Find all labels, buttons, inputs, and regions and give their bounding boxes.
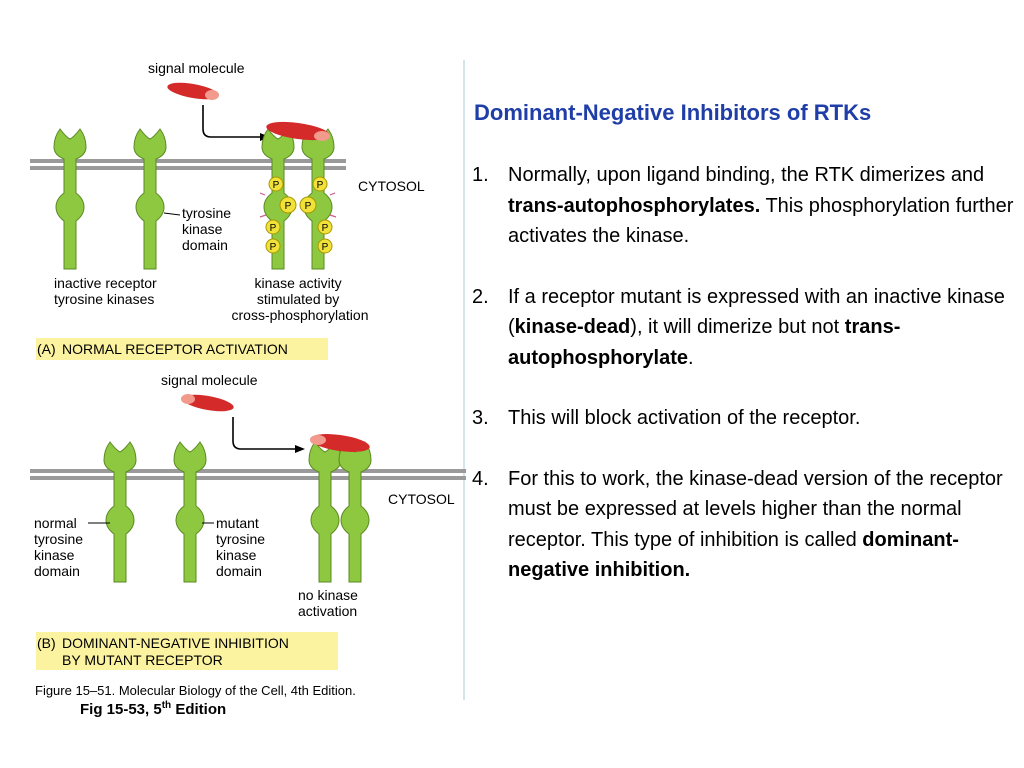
figure-panel: signal molecule CYTOSOL P P P P P P <box>30 55 466 703</box>
signal-label-a: signal molecule <box>148 60 245 76</box>
panel-b-label: (B) <box>37 635 56 651</box>
membrane-a <box>30 159 346 170</box>
ligand-bound-icon-a <box>266 121 330 141</box>
panel-a-highlight <box>36 338 328 360</box>
svg-text:P: P <box>317 180 324 191</box>
receptor-b1 <box>103 441 137 583</box>
receptor-a1 <box>53 128 87 270</box>
ligand-icon-a <box>167 82 219 100</box>
panel-a-title: NORMAL RECEPTOR ACTIVATION <box>62 341 288 357</box>
receptor-b2 <box>173 441 207 583</box>
panel-b: signal molecule CYTOSOL normal tyrosine … <box>30 372 466 670</box>
normal-kinase-label: normal tyrosine kinase domain <box>34 515 87 579</box>
list-item-number: 2. <box>472 285 489 308</box>
svg-text:P: P <box>270 242 277 253</box>
svg-text:P: P <box>285 201 292 212</box>
panel-b-highlight <box>36 632 338 670</box>
list-item: 4. For this to work, the kinase-dead vers… <box>472 464 1017 586</box>
ligand-icon-b <box>181 394 234 412</box>
receptor-b4 <box>338 441 372 583</box>
no-activation-label: no kinase activation <box>298 587 362 619</box>
kinase-domain-label: tyrosine kinase domain <box>182 205 235 253</box>
figure-caption: Figure 15–51. Molecular Biology of the C… <box>35 683 356 698</box>
list-item-number: 1. <box>472 164 489 186</box>
inactive-receptor-label: inactive receptor tyrosine kinases <box>54 275 161 307</box>
list-item-text: This will block activation of the recept… <box>508 407 861 429</box>
ligand-bound-icon-b <box>310 434 370 452</box>
signal-label-b: signal molecule <box>161 372 258 388</box>
arrow-b <box>232 417 295 450</box>
list-item-text: If a receptor mutant is expressed with a… <box>508 285 1005 369</box>
svg-text:P: P <box>270 223 277 234</box>
list-item: 3. This will block activation of the rece… <box>472 403 1017 434</box>
svg-text:P: P <box>322 223 329 234</box>
membrane-b <box>30 469 466 480</box>
list-item-text: Normally, upon ligand binding, the RTK d… <box>508 164 1014 247</box>
mutant-kinase-label: mutant tyrosine kinase domain <box>216 515 269 579</box>
panel-b-title: DOMINANT-NEGATIVE INHIBITION BY MUTANT R… <box>62 635 293 668</box>
slide-text: Dominant-Negative Inhibitors of RTKs 1. N… <box>472 100 1017 616</box>
arrow-a <box>202 105 260 138</box>
kinase-activity-label: kinase activity stimulated by cross-phos… <box>232 275 369 323</box>
svg-text:P: P <box>322 242 329 253</box>
panel-a-label: (A) <box>37 341 56 357</box>
list-item-text: For this to work, the kinase-dead versio… <box>508 467 1003 582</box>
svg-text:P: P <box>273 180 280 191</box>
cytosol-label-b: CYTOSOL <box>388 491 455 507</box>
svg-text:P: P <box>305 201 312 212</box>
panel-a: signal molecule CYTOSOL P P P P P P <box>30 60 425 360</box>
numbered-list: 1. Normally, upon ligand binding, the RTK… <box>472 160 1017 586</box>
receptor-b3 <box>308 441 342 583</box>
figure-source-caption: Fig 15-53, 5th Edition <box>80 700 227 718</box>
receptor-a2 <box>133 128 167 270</box>
list-item-number: 4. <box>472 467 489 490</box>
list-item: 2. If a receptor mutant is expressed with… <box>472 282 1017 374</box>
slide-title: Dominant-Negative Inhibitors of RTKs <box>474 100 872 125</box>
cytosol-label-a: CYTOSOL <box>358 178 425 194</box>
phosphate-group-a: P P P P P P P P <box>259 176 337 254</box>
list-item: 1. Normally, upon ligand binding, the RTK… <box>472 160 1017 252</box>
list-item-number: 3. <box>472 407 489 429</box>
